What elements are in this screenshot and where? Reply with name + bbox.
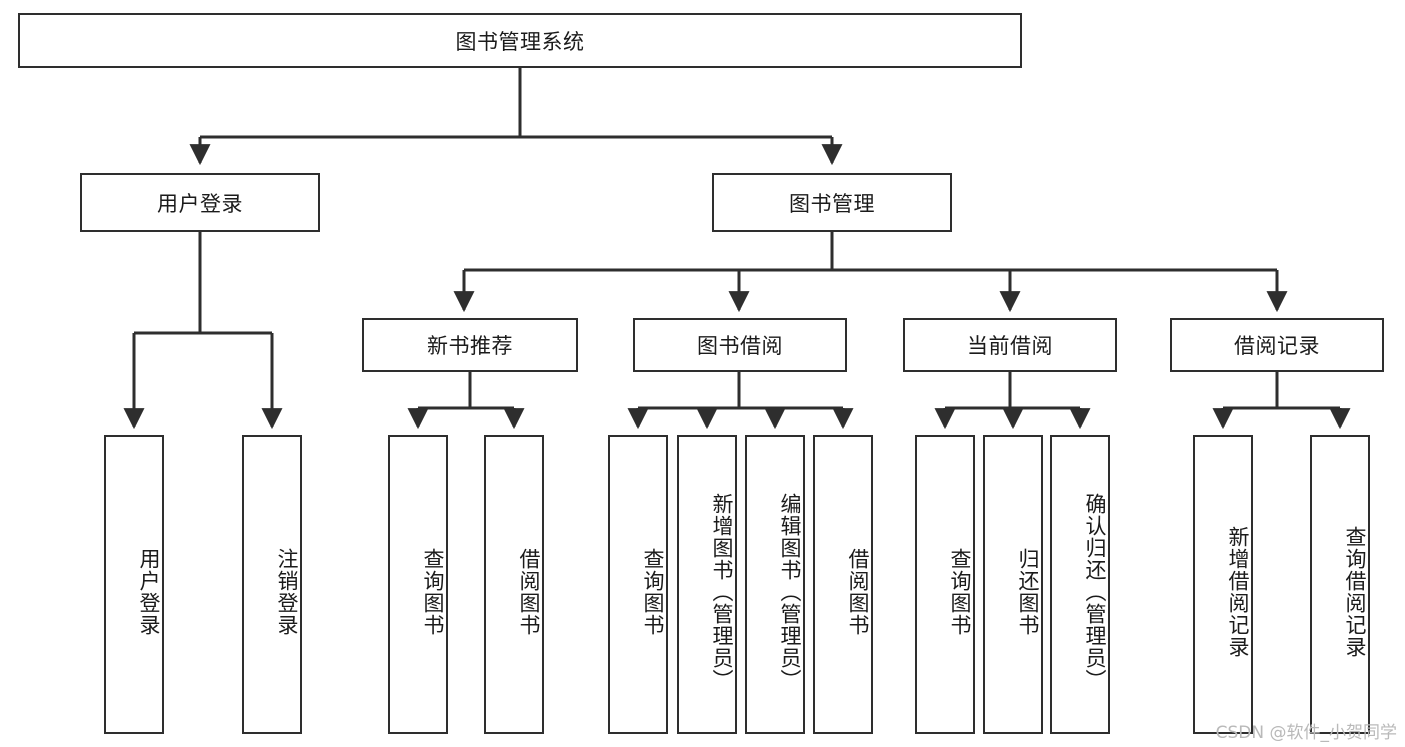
leaf-borrow-book[interactable]: 借阅图书 — [813, 435, 873, 734]
leaf-query-book-borrow[interactable]: 查询图书 — [608, 435, 668, 734]
leaf-query-book-recommend[interactable]: 查询图书 — [388, 435, 448, 734]
node-label: 用户登录 — [157, 191, 243, 216]
node-current-borrow[interactable]: 当前借阅 — [903, 318, 1117, 372]
node-label: 图书管理系统 — [455, 29, 585, 54]
leaf-borrow-book-recommend[interactable]: 借阅图书 — [484, 435, 544, 734]
node-label: 查询借阅记录 — [1343, 525, 1367, 658]
leaf-query-book-current[interactable]: 查询图书 — [915, 435, 975, 734]
watermark-text: CSDN @软件_小贺同学 — [1215, 723, 1397, 743]
node-label: 归还图书 — [1016, 547, 1040, 636]
node-label: 借阅图书 — [846, 547, 870, 636]
leaf-edit-book-admin[interactable]: 编辑图书（管理员） — [745, 435, 805, 734]
node-label: 当前借阅 — [967, 334, 1053, 358]
node-label: 查询图书 — [948, 547, 972, 636]
leaf-add-borrow-record[interactable]: 新增借阅记录 — [1193, 435, 1253, 734]
leaf-user-login[interactable]: 用户登录 — [104, 435, 164, 734]
node-borrow-record[interactable]: 借阅记录 — [1170, 318, 1384, 372]
leaf-logout[interactable]: 注销登录 — [242, 435, 302, 734]
leaf-add-book-admin[interactable]: 新增图书（管理员） — [677, 435, 737, 734]
node-label: 注销登录 — [275, 547, 299, 636]
leaf-confirm-return-admin[interactable]: 确认归还（管理员） — [1050, 435, 1110, 734]
node-label: 图书借阅 — [697, 334, 783, 358]
node-root-book-management-system[interactable]: 图书管理系统 — [18, 13, 1022, 68]
node-book-management[interactable]: 图书管理 — [712, 173, 952, 232]
node-label: 新增图书（管理员） — [710, 492, 734, 691]
node-label: 借阅记录 — [1234, 334, 1320, 358]
node-new-book-recommend[interactable]: 新书推荐 — [362, 318, 578, 372]
node-label: 用户登录 — [137, 547, 161, 636]
node-label: 查询图书 — [641, 547, 665, 636]
node-label: 查询图书 — [421, 547, 445, 636]
node-label: 编辑图书（管理员） — [778, 492, 802, 691]
leaf-return-book[interactable]: 归还图书 — [983, 435, 1043, 734]
node-book-borrow[interactable]: 图书借阅 — [633, 318, 847, 372]
node-label: 确认归还（管理员） — [1083, 492, 1107, 691]
leaf-query-borrow-record[interactable]: 查询借阅记录 — [1310, 435, 1370, 734]
node-label: 新增借阅记录 — [1226, 525, 1250, 658]
node-label: 借阅图书 — [517, 547, 541, 636]
node-label: 新书推荐 — [427, 334, 513, 358]
node-label: 图书管理 — [789, 191, 875, 216]
node-user-login[interactable]: 用户登录 — [80, 173, 320, 232]
